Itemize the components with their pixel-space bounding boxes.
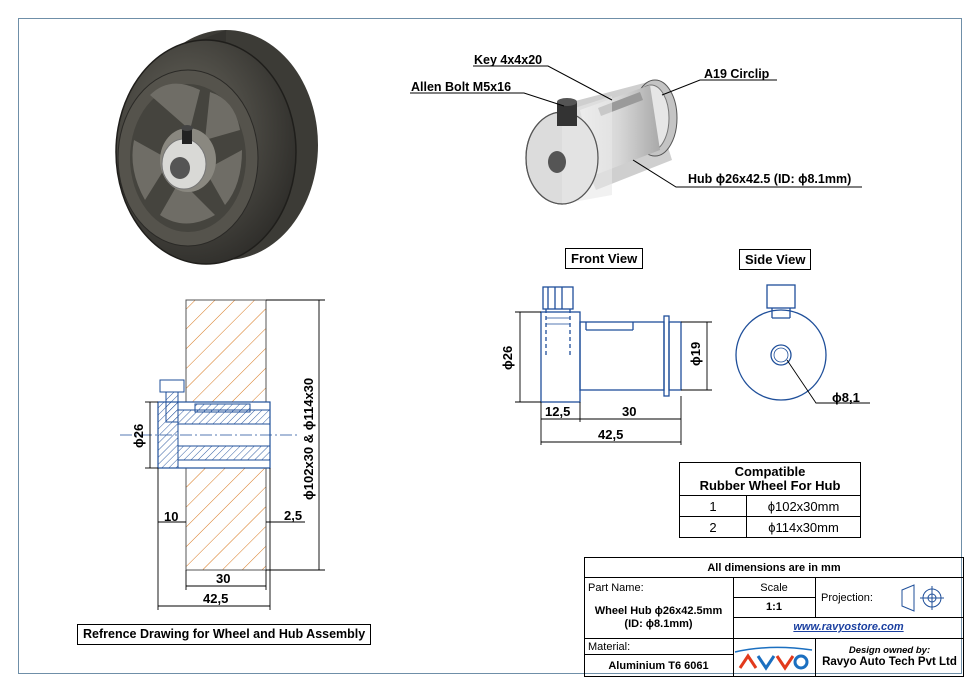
hub-3d-render [525, 79, 678, 205]
section-width-dimension: 30 [216, 571, 231, 586]
table-row: 2 ϕ114x30mm [679, 516, 861, 538]
front-shaft-dimension: ϕ19 [688, 341, 703, 366]
front-view-title: Front View [565, 248, 644, 269]
compat-header-line2: Rubber Wheel For Hub [699, 478, 841, 493]
key-label: Key 4x4x20 [474, 53, 543, 67]
row-number: 2 [679, 516, 747, 538]
assembly-leaders [410, 65, 862, 188]
scale-value: 1:1 [766, 601, 782, 613]
front-collar-dimension: 12,5 [545, 404, 571, 419]
scale-label: Scale [760, 582, 788, 594]
front-od-dimension: ϕ26 [500, 345, 515, 370]
design-owned-label: Design owned by: [848, 645, 931, 656]
ravyo-logo [734, 646, 813, 671]
hub-label: Hub ϕ26x42.5 (ID: ϕ8.1mm) [688, 172, 852, 186]
compat-header-line1: Compatible [734, 464, 806, 479]
circlip-label: A19 Circlip [704, 67, 770, 81]
wheel-3d-render [115, 30, 318, 265]
reference-caption: Refrence Drawing for Wheel and Hub Assem… [77, 624, 372, 645]
dimension-note: All dimensions are in mm [707, 562, 841, 574]
material-value: Aluminium T6 6061 [608, 660, 709, 672]
side-view-title: Side View [739, 249, 812, 270]
section-wheel-dimension: ϕ102x30 & ϕ114x30 [301, 377, 316, 500]
compatibility-table: Compatible Rubber Wheel For Hub 1 ϕ102x3… [679, 462, 861, 538]
allen-bolt-label: Allen Bolt M5x16 [411, 80, 512, 94]
side-view-drawing [735, 284, 827, 401]
website-link[interactable]: www.ravyostore.com [793, 621, 904, 633]
projection-label: Projection: [821, 592, 873, 604]
part-name-line2: (ID: ϕ8.1mm) [624, 618, 693, 630]
side-bore-dimension: ϕ8,1 [832, 390, 860, 405]
front-overall-dimension: 42,5 [598, 427, 624, 442]
row-size: ϕ102x30mm [746, 495, 861, 517]
front-view-drawing [540, 286, 682, 403]
front-view-dimensions [515, 311, 712, 445]
row-number: 1 [679, 495, 747, 517]
side-view-leader [786, 359, 870, 404]
section-od-dimension: ϕ26 [131, 423, 146, 448]
row-size: ϕ114x30mm [746, 516, 861, 538]
part-name-line1: Wheel Hub ϕ26x42.5mm [594, 605, 723, 617]
section-overall-dimension: 42,5 [203, 591, 229, 606]
table-row: 1 ϕ102x30mm [679, 495, 861, 517]
material-label: Material: [588, 641, 631, 653]
part-name-label: Part Name: [588, 582, 644, 594]
projection-symbol [901, 584, 944, 612]
section-right-dimension: 2,5 [284, 508, 303, 523]
company-name: Ravyo Auto Tech Pvt Ltd [822, 656, 957, 668]
compat-table-header: Compatible Rubber Wheel For Hub [679, 462, 861, 496]
section-view-dimensions [145, 299, 325, 610]
sheet-border [18, 18, 962, 674]
section-left-dimension: 10 [164, 509, 179, 524]
front-body-dimension: 30 [622, 404, 637, 419]
section-view-drawing [120, 299, 300, 571]
